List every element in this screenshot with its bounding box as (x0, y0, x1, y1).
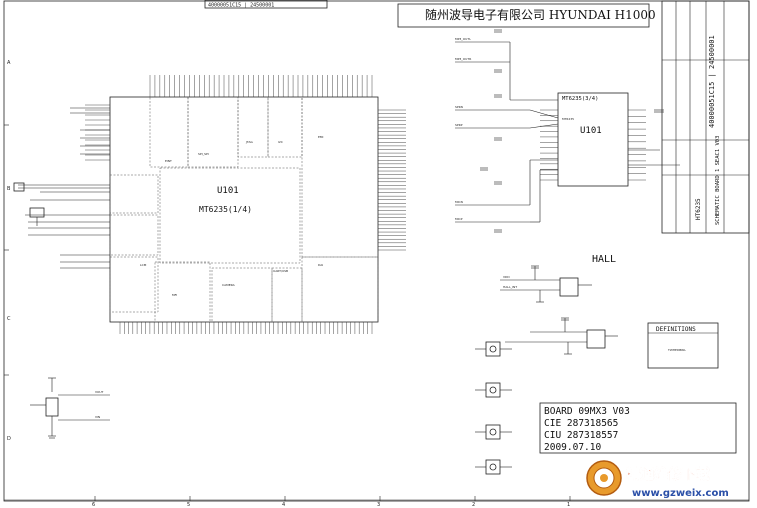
block-usb (109, 174, 159, 214)
title-block-doc-number: 40000051C15 | 24500001 (708, 35, 716, 128)
hall-ic-2 (586, 329, 606, 349)
net-mp3-outr: MP3_OUTR (455, 57, 471, 61)
title-block-frame (661, 0, 750, 234)
crystal-symbol (45, 397, 59, 417)
block-label-eint: EINT (165, 159, 172, 163)
hall-title: HALL (592, 254, 616, 265)
row-label-d: D (7, 436, 11, 442)
net-spkp: SPKP (455, 123, 463, 127)
block-sim (109, 214, 159, 256)
col-label-5: 5 (187, 502, 190, 508)
block-label-emi: EMI (318, 135, 323, 139)
block-camera (211, 267, 273, 323)
board-info-line1: BOARD 09MX3 V03 (544, 406, 630, 417)
col-label-3: 3 (377, 502, 380, 508)
net-mp3-outl: MP3_OUTL (455, 37, 471, 41)
block-emi (301, 96, 379, 258)
block-core (159, 167, 301, 264)
block-label-jtag: JTAG (245, 140, 253, 144)
chip-main-part: MT6235(1/4) (199, 205, 252, 214)
col-label-6: 6 (92, 502, 95, 508)
watermark-title: 精通维修下载 (626, 466, 710, 483)
chip-audio-part-inner: MT6235 (562, 117, 574, 121)
watermark-url: www.gzweix.com (632, 488, 729, 499)
net-vdd: VDD (503, 275, 510, 279)
definitions-entry: TWHEDBRIL (667, 348, 686, 352)
chip-audio-ref: U101 (580, 126, 602, 136)
definitions-title: DEFINITIONS (656, 326, 696, 333)
watermark: 精通维修下载 www.gzweix.com (586, 460, 729, 499)
block-label-i2c: I2C (278, 140, 283, 144)
test-point-1 (485, 341, 501, 357)
crystal-section: VOUT VIN (30, 377, 110, 439)
block-label-camera: CAMERA (222, 283, 236, 287)
sheet-border (3, 0, 750, 502)
net-vin: VIN (95, 415, 100, 419)
block-label-mfi: MFI (172, 293, 177, 297)
block-label-uart: UART/USB (273, 269, 288, 273)
block-spi (187, 96, 239, 168)
test-points (475, 341, 512, 475)
chip-audio: MT6235(3/4) U101 MT6235 (557, 92, 629, 187)
net-micp: MICP (455, 217, 463, 221)
board-info-line4: 2009.07.10 (544, 442, 601, 453)
col-label-1: 1 (567, 502, 570, 508)
block-dai (301, 256, 379, 323)
block-label-spi: SPI_SPI (198, 152, 209, 156)
audio-nets (455, 29, 680, 233)
definitions-box (647, 322, 719, 369)
hall-circuit (500, 265, 618, 355)
top-code-text: 40000051C15 | 24500001 (208, 3, 274, 9)
test-point-2 (485, 382, 501, 398)
chip-main-pins (85, 75, 406, 334)
col-label-4: 4 (282, 502, 285, 508)
block-eint (149, 96, 189, 168)
board-info-box (539, 402, 737, 454)
board-info-line3: CIU 287318557 (544, 430, 618, 441)
row-label-c: C (7, 316, 11, 322)
test-point-4 (485, 459, 501, 475)
chip-audio-part: MT6235(3/4) (562, 96, 598, 102)
company-title: 随州波导电子有限公司 HYUNDAI H1000 (425, 7, 656, 22)
net-hall-int: HALL_INT (503, 285, 517, 289)
block-i2c (267, 96, 303, 158)
row-label-b: B (7, 186, 11, 192)
block-jtag (237, 96, 269, 158)
block-label-dai: DAI (318, 263, 323, 267)
net-micn: MICN (455, 200, 463, 204)
test-point-3 (485, 424, 501, 440)
block-lcm (109, 256, 159, 313)
title-block-model: HT6235 (695, 198, 702, 220)
block-mfi (154, 261, 211, 323)
left-circuits (13, 107, 110, 269)
row-label-a: A (7, 60, 11, 66)
chip-audio-outline (557, 92, 629, 187)
hall-ic-1 (559, 277, 579, 297)
net-spkn: SPKN (455, 105, 463, 109)
net-vout: VOUT (95, 390, 104, 394)
chip-main-ref: U101 (217, 186, 239, 196)
border-ticks (4, 124, 571, 501)
block-label-lcm: LCM (140, 263, 147, 267)
chip-audio-pins (540, 109, 646, 181)
block-uart (271, 267, 303, 323)
company-title-box (397, 3, 650, 28)
title-block: 40000051C15 | 24500001 HT6235 SCHEMATIC … (661, 0, 750, 234)
top-code-box (204, 0, 328, 9)
board-info-line2: CIE 287318565 (544, 418, 618, 429)
chip-main: EINT SPI_SPI JTAG I2C EMI LCM MFI UART/U… (109, 96, 379, 323)
title-block-description: SCHEMATIC BOARD 1 SEAC1 V03 (715, 136, 721, 225)
col-label-2: 2 (472, 502, 475, 508)
